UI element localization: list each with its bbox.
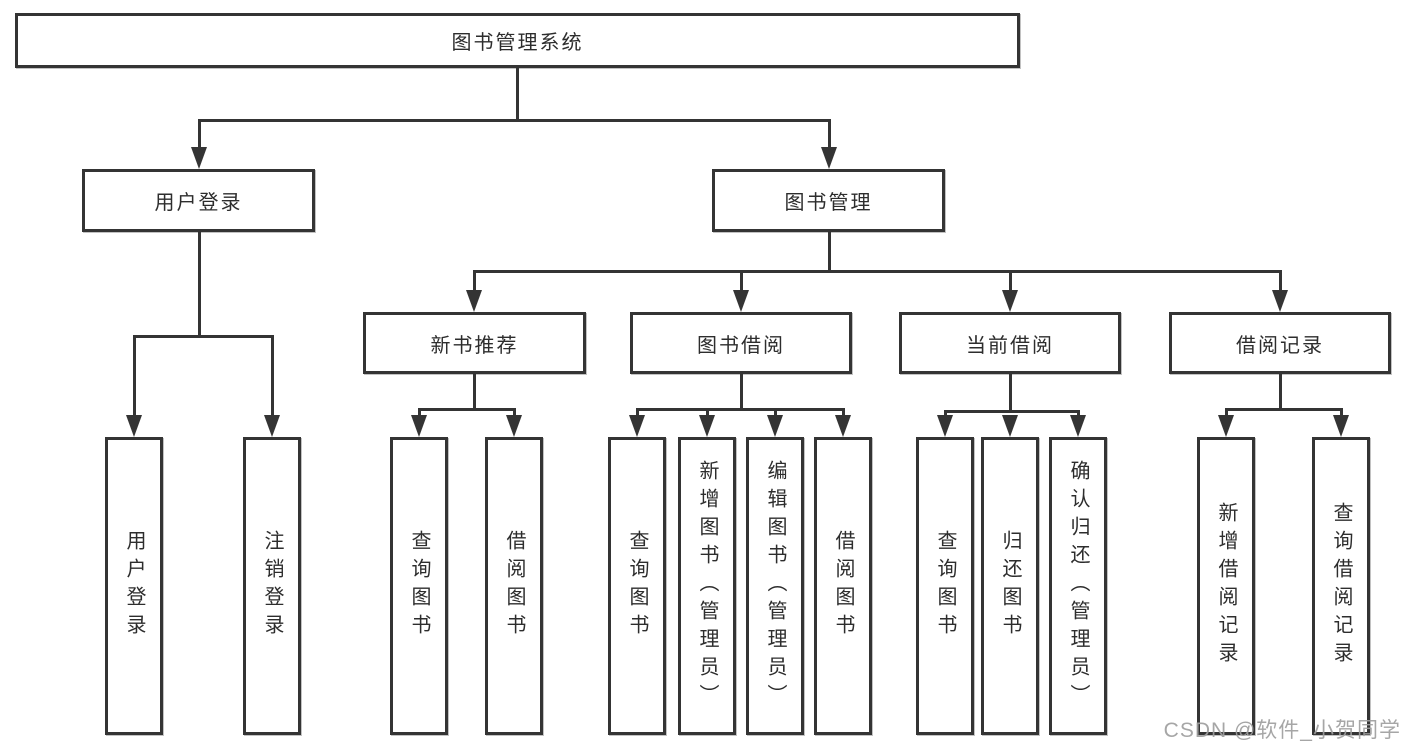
arrowhead-down [411, 415, 427, 437]
leaf-add-borrow-record: 新增借阅记录 [1197, 437, 1255, 735]
connector-line [706, 408, 709, 418]
connector-line [774, 408, 777, 418]
arrowhead-down [264, 415, 280, 437]
arrowhead-down [629, 415, 645, 437]
connector-line [1009, 270, 1012, 290]
node-new-book-recommendation: 新书推荐 [363, 312, 586, 374]
connector-line [740, 270, 743, 290]
connector-line [944, 410, 1080, 413]
connector-line [1279, 374, 1282, 408]
connector-line [198, 232, 201, 335]
connector-line [418, 408, 516, 411]
arrowhead-down [126, 415, 142, 437]
leaf-borrow-books: 借阅图书 [814, 437, 872, 735]
connector-line [513, 408, 516, 418]
arrowhead-down [937, 415, 953, 437]
leaf-confirm-return-admin: 确认归还（管理员） [1049, 437, 1107, 735]
arrowhead-down [821, 147, 837, 169]
leaf-query-books-borrowing: 查询图书 [608, 437, 666, 735]
connector-line [418, 408, 421, 418]
connector-line [1225, 408, 1343, 411]
arrowhead-down [835, 415, 851, 437]
connector-line [944, 410, 947, 418]
connector-line [516, 68, 519, 119]
connector-line [473, 374, 476, 408]
arrowhead-down [733, 290, 749, 312]
leaf-borrow-books-recommend: 借阅图书 [485, 437, 543, 735]
connector-line [1077, 410, 1080, 418]
csdn-watermark: CSDN @软件_小贺同学 [1163, 719, 1401, 742]
connector-line [1225, 408, 1228, 418]
leaf-query-books-recommend: 查询图书 [390, 437, 448, 735]
arrowhead-down [191, 147, 207, 169]
leaf-return-books: 归还图书 [981, 437, 1039, 735]
arrowhead-down [767, 415, 783, 437]
arrowhead-down [1070, 415, 1086, 437]
connector-line [1279, 270, 1282, 290]
node-library-management-system: 图书管理系统 [15, 13, 1020, 68]
leaf-query-borrow-record: 查询借阅记录 [1312, 437, 1370, 735]
connector-line [133, 335, 136, 415]
connector-line [473, 270, 476, 290]
connector-line [473, 270, 1282, 273]
arrowhead-down [1333, 415, 1349, 437]
connector-line [740, 374, 743, 408]
connector-line [198, 119, 201, 147]
node-current-borrowing: 当前借阅 [899, 312, 1121, 374]
leaf-edit-books-admin: 编辑图书（管理员） [746, 437, 804, 735]
connector-line [1009, 374, 1012, 410]
arrowhead-down [1002, 290, 1018, 312]
node-borrowing-records: 借阅记录 [1169, 312, 1391, 374]
connector-line [842, 408, 845, 418]
connector-line [133, 335, 274, 338]
connector-line [636, 408, 639, 418]
connector-line [271, 335, 274, 415]
connector-line [828, 119, 831, 147]
connector-line [198, 119, 830, 122]
arrowhead-down [1218, 415, 1234, 437]
connector-line [1340, 408, 1343, 418]
leaf-user-login: 用户登录 [105, 437, 163, 735]
connector-line [828, 232, 831, 270]
node-user-login: 用户登录 [82, 169, 315, 232]
arrowhead-down [1002, 415, 1018, 437]
leaf-logout: 注销登录 [243, 437, 301, 735]
node-book-management: 图书管理 [712, 169, 945, 232]
arrowhead-down [466, 290, 482, 312]
connector-line [636, 408, 845, 411]
arrowhead-down [1272, 290, 1288, 312]
arrowhead-down [506, 415, 522, 437]
leaf-query-books-current: 查询图书 [916, 437, 974, 735]
arrowhead-down [699, 415, 715, 437]
node-book-borrowing: 图书借阅 [630, 312, 852, 374]
leaf-add-books-admin: 新增图书（管理员） [678, 437, 736, 735]
